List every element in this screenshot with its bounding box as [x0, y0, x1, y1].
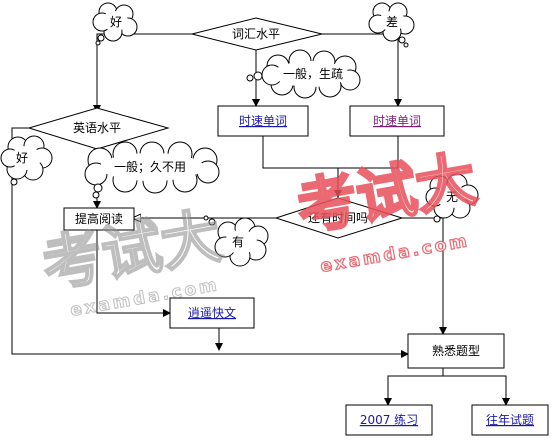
connectors: [11, 33, 510, 406]
cloud-average-rusty: 一般，生疏: [246, 49, 361, 99]
easy-essay-box[interactable]: 逍遥快文: [169, 297, 255, 329]
svg-text:examda.com: examda.com: [319, 231, 471, 277]
svg-text:英语水平: 英语水平: [73, 121, 121, 135]
english-level-decision: 英语水平: [27, 107, 170, 150]
cloud-average-unused: 一般；久不用: [84, 141, 220, 199]
improve-reading-box: 提高阅读: [63, 207, 135, 231]
cloud-no: 无: [425, 173, 479, 223]
fast-words-left-box[interactable]: 时速单词: [217, 105, 309, 137]
cloud-yes: 有: [203, 215, 269, 267]
cloud-poor-top: 差: [368, 2, 415, 48]
watermark-right: 考试大 examda.com: [291, 143, 483, 278]
svg-text:还有时间吗: 还有时间吗: [308, 211, 368, 225]
svg-text:无: 无: [446, 190, 458, 204]
svg-text:熟悉题型: 熟悉题型: [432, 343, 480, 358]
cloud-good-top: 好: [92, 2, 138, 46]
time-left-decision: 还有时间吗: [274, 197, 404, 239]
svg-text:词汇水平: 词汇水平: [232, 27, 280, 41]
fast-words-right-box[interactable]: 时速单词: [349, 105, 445, 137]
svg-text:提高阅读: 提高阅读: [75, 211, 123, 226]
vocab-level-decision: 词汇水平: [191, 17, 323, 51]
svg-text:一般，生疏: 一般，生疏: [283, 66, 343, 81]
svg-text:考试大: 考试大: [292, 144, 481, 244]
familiar-types-box: 熟悉题型: [407, 333, 505, 369]
svg-text:有: 有: [232, 235, 244, 249]
svg-text:2007 练习: 2007 练习: [360, 412, 418, 427]
svg-text:一般；久不用: 一般；久不用: [114, 159, 186, 174]
svg-text:往年试题: 往年试题: [486, 412, 534, 427]
svg-text:时速单词: 时速单词: [373, 114, 421, 128]
practice-2007-box[interactable]: 2007 练习: [345, 404, 433, 436]
svg-text:好: 好: [16, 151, 28, 165]
svg-text:好: 好: [110, 15, 122, 29]
svg-text:逍遥快文: 逍遥快文: [188, 305, 236, 320]
past-papers-box[interactable]: 往年试题: [471, 404, 549, 436]
svg-text:时速单词: 时速单词: [239, 114, 287, 128]
svg-text:差: 差: [386, 15, 398, 29]
cloud-good-left: 好: [0, 135, 53, 186]
